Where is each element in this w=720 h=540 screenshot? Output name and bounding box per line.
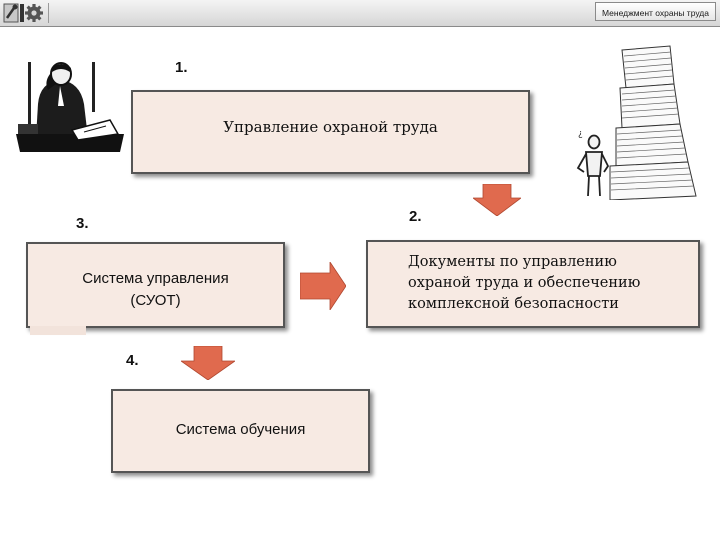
box-management-system-line-2: (СУОТ) (130, 292, 181, 309)
businessman-at-desk-illustration (16, 62, 124, 152)
box-management-label: Управление охраной труда (223, 118, 438, 136)
box-management-system-label: Система управления (СУОТ) (28, 268, 283, 312)
tools-gear-icon (3, 3, 43, 23)
step-number-3: 3. (76, 215, 89, 232)
box-documents-label: Документы по управлению охраной труда и … (408, 252, 706, 315)
step-number-4: 4. (126, 352, 139, 369)
box-training-system-label: Система обучения (175, 421, 306, 438)
header-bar: Менеджмент охраны труда (0, 0, 720, 27)
box-management: Управление охраной труда (131, 90, 530, 174)
box-documents-line-2: охраной труда и обеспечению (408, 275, 641, 291)
step-number-2: 2. (409, 208, 422, 225)
step-number-1: 1. (175, 59, 188, 76)
man-figure (576, 134, 610, 197)
box-documents: Документы по управлению охраной труда и … (366, 240, 700, 328)
header-divider (48, 3, 49, 23)
arrow-down-3-to-4 (181, 346, 235, 380)
paper-stack-illustration: ¿ (576, 45, 697, 200)
box-documents-line-1: Документы по управлению (408, 254, 617, 270)
box-management-system-line-1: Система управления (82, 270, 229, 287)
box-management-system: Система управления (СУОТ) (26, 242, 285, 328)
svg-text:¿: ¿ (578, 129, 583, 139)
header-title: Менеджмент охраны труда (602, 8, 709, 18)
arrow-down-1-to-2 (473, 184, 521, 216)
box-management-system-tab (30, 326, 86, 335)
header-title-box: Менеджмент охраны труда (595, 2, 716, 21)
box-documents-line-3: комплексной безопасности (408, 296, 619, 312)
box-training-system: Система обучения (111, 389, 370, 473)
arrow-right-3-to-2 (300, 262, 346, 310)
